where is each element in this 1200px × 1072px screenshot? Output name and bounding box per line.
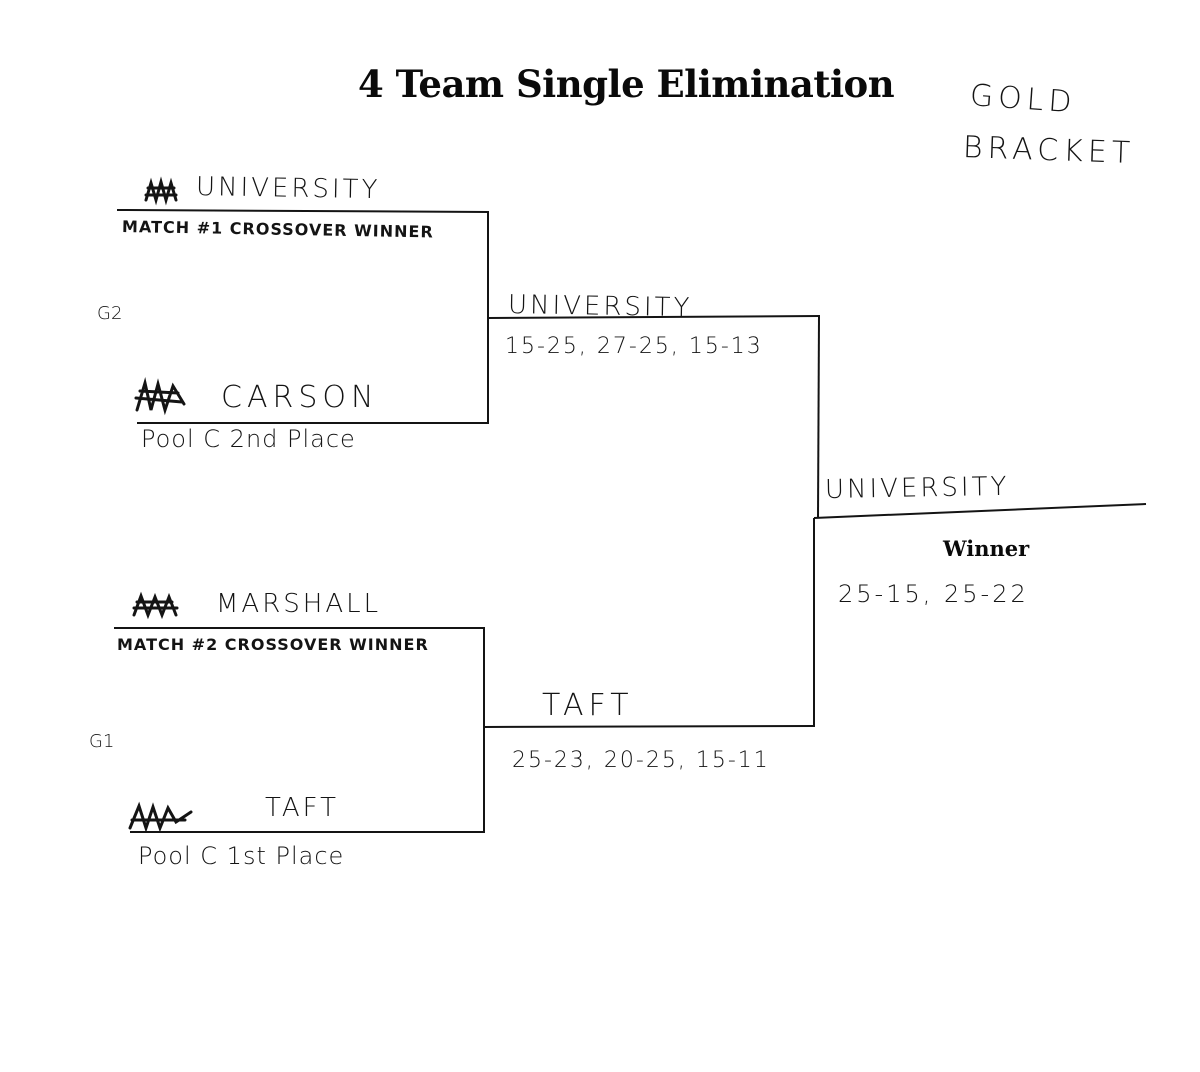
seed-match-2-crossover: MATCH #2 CROSSOVER WINNER: [117, 635, 429, 654]
round2-top-team: UNIVERSITY: [507, 290, 693, 324]
bracket-line-r2-top: [487, 315, 821, 319]
page-title: 4 Team Single Elimination: [358, 62, 895, 106]
bracket-line-final: [813, 503, 1147, 519]
seed-pool-c-1st: Pool C 1st Place: [138, 842, 345, 870]
scribble-mark-2: [134, 377, 186, 416]
winner-label: Winner: [943, 536, 1030, 561]
seed-pool-c-2nd: Pool C 2nd Place: [141, 425, 356, 453]
round2-top-score: 15-25, 27-25, 15-13: [505, 334, 763, 359]
bracket-label-line-1: GOLD: [968, 78, 1078, 121]
team-name-taft: TAFT: [265, 793, 340, 823]
group-label-g1: G1: [89, 731, 115, 752]
bracket-label-line-2: BRACKET: [962, 130, 1136, 171]
scribble-marks: [128, 176, 193, 833]
team-name-university: UNIVERSITY: [195, 172, 381, 206]
scribble-mark-4: [128, 801, 193, 833]
bracket-line-r1a-top: [116, 209, 490, 213]
scribble-mark-1: [144, 176, 178, 206]
bracket-line-r2-join-top: [817, 315, 820, 519]
final-team-name: UNIVERSITY: [824, 471, 1010, 505]
team-name-marshall: MARSHALL: [216, 589, 382, 619]
round2-bottom-score: 25-23, 20-25, 15-11: [512, 748, 770, 773]
team-name-carson: CARSON: [221, 380, 379, 415]
scribble-mark-3: [132, 591, 179, 620]
bracket-line-r2-bottom: [483, 725, 815, 728]
final-score: 25-15, 25-22: [838, 580, 1029, 608]
round2-bottom-team: TAFT: [542, 688, 634, 723]
group-label-g2: G2: [97, 303, 123, 324]
